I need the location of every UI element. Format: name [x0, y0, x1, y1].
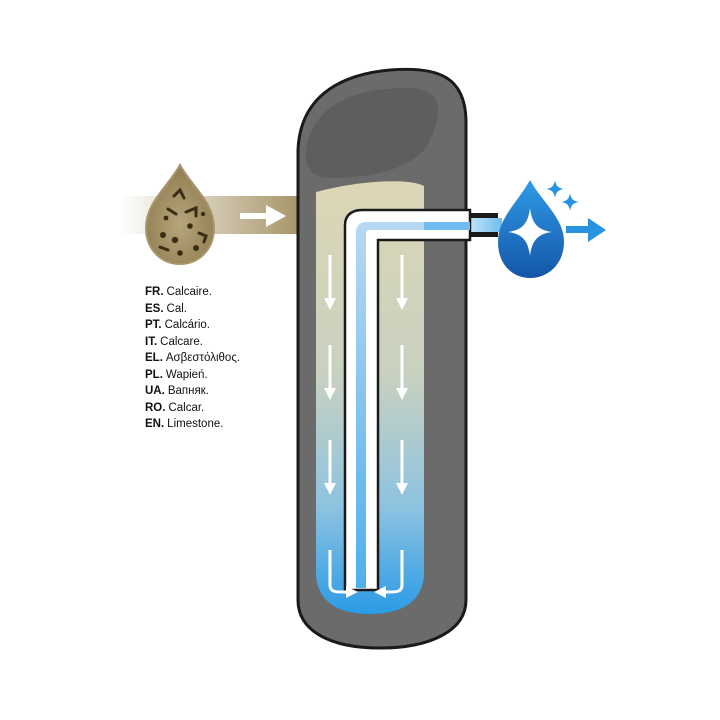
language-code: IT.: [145, 335, 158, 348]
language-code: PT.: [145, 319, 162, 331]
tank-cap-highlight: [305, 87, 439, 178]
legend-row: PT.Calcário.: [145, 317, 240, 334]
limestone-word: Cal.: [166, 302, 187, 315]
legend-row: PL.Wapień.: [145, 367, 240, 384]
limestone-word: Calcar.: [168, 401, 205, 414]
limestone-word: Calcaire.: [166, 286, 212, 298]
legend-row: ES.Cal.: [145, 301, 240, 318]
limestone-word: Calcare.: [160, 335, 203, 348]
limestone-word: Wapień.: [165, 368, 208, 381]
flow-arrows-down: [328, 255, 404, 485]
limestone-word: Вапняк.: [167, 385, 209, 397]
legend-row: EL.Ασβεστόλιθος.: [145, 350, 240, 367]
outlet-arrow-icon: [566, 218, 606, 242]
riser-pipe: [343, 208, 472, 592]
sparkle-icon: [546, 180, 579, 211]
language-code: PL.: [145, 368, 163, 381]
limestone-word: Ασβεστόλιθος.: [165, 352, 241, 364]
legend-row: FR.Calcaire.: [145, 284, 240, 301]
language-code: ES.: [145, 302, 164, 315]
soft-water-drop-icon: [498, 180, 564, 278]
language-code: EN.: [145, 418, 165, 430]
language-code: EL.: [145, 352, 163, 364]
language-code: RO.: [145, 401, 166, 414]
limestone-word: Limestone.: [167, 418, 224, 430]
hard-water-drop-icon: [144, 162, 216, 266]
bottom-turn-arrows: [328, 550, 404, 594]
language-code: FR.: [145, 286, 164, 298]
legend-row: UA.Вапняк.: [145, 383, 240, 400]
legend-row: EN.Limestone.: [145, 416, 240, 433]
flow-arrow-heads: [324, 298, 408, 495]
limestone-translations: FR.Calcaire.ES.Cal.PT.Calcário.IT.Calcar…: [145, 284, 240, 433]
language-code: UA.: [145, 385, 165, 397]
legend-row: RO.Calcar.: [145, 400, 240, 417]
inlet-arrow-icon: [240, 205, 286, 227]
legend-row: IT.Calcare.: [145, 334, 240, 351]
limestone-word: Calcário.: [164, 319, 211, 331]
